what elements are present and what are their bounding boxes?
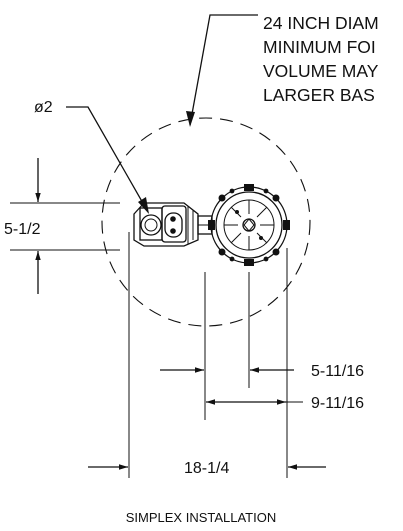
pump-top-view [208,184,290,266]
note-line-4: LARGER BAS [263,85,375,105]
extension-lines [128,232,288,478]
offset-b-label: 9-11/16 [311,395,364,412]
overall-width-label: 18-1/4 [184,460,229,477]
note-leader [186,14,258,127]
note-line-2: MINIMUM FOI [263,37,376,57]
pipe-diameter-leader [66,106,149,214]
discharge-assembly [133,202,199,247]
height-dimension [10,158,120,294]
basin-note: 24 INCH DIAM MINIMUM FOI VOLUME MAY LARG… [263,13,379,105]
drawing-caption: SIMPLEX INSTALLATION [126,510,277,525]
pipe-diameter-label: ø2 [34,99,53,116]
height-label: 5-1/2 [4,221,41,238]
note-line-1: 24 INCH DIAM [263,13,379,33]
offset-a-label: 5-11/16 [311,363,364,380]
note-line-3: VOLUME MAY [263,61,379,81]
basin-outline [101,117,311,327]
